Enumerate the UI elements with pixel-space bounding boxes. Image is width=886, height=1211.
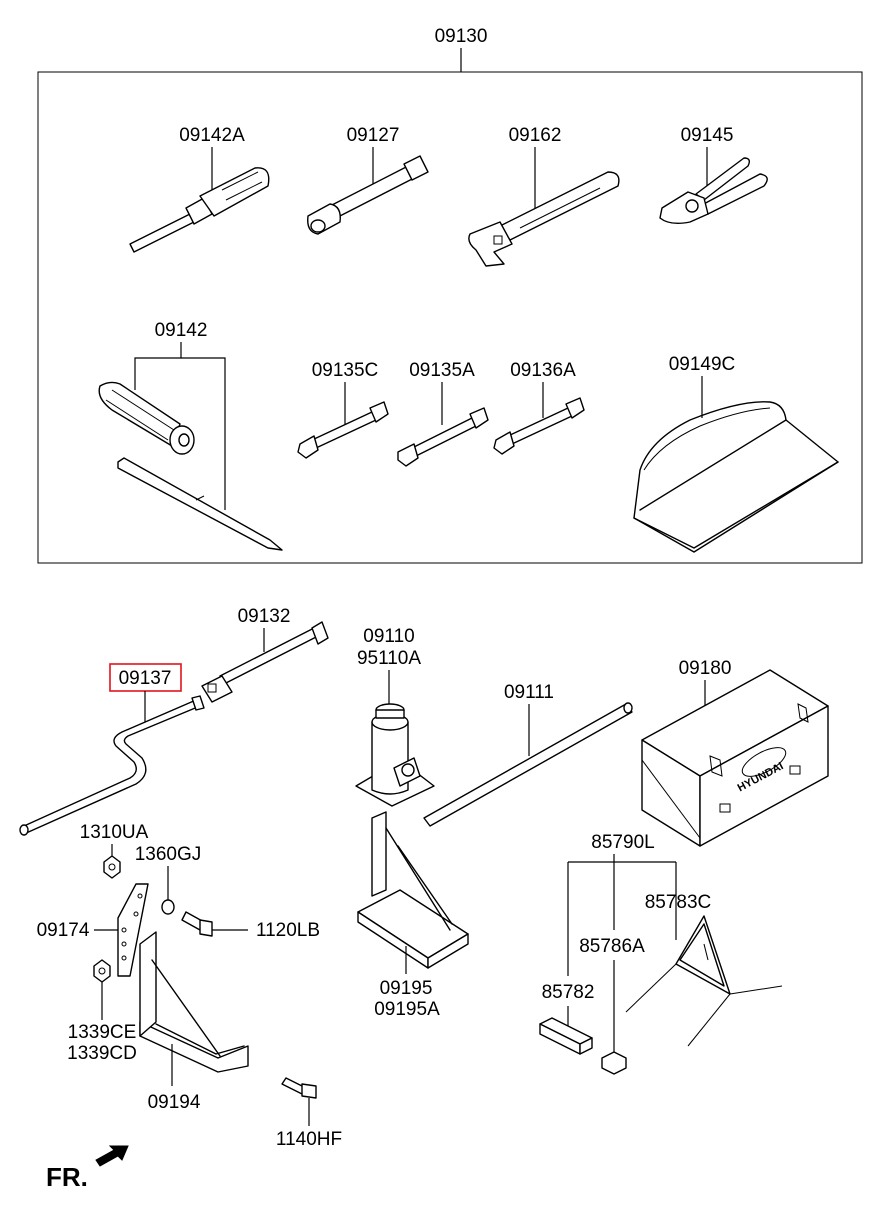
bolt-1140hf-illustration (281, 1077, 317, 1099)
screwdriver-09142a-illustration (129, 167, 270, 253)
label-09135c[interactable]: 09135C (312, 360, 379, 381)
case-85786a-illustration (601, 1051, 627, 1075)
label-85790l[interactable]: 85790L (591, 832, 654, 853)
wrench-09135a-illustration (397, 407, 489, 467)
leader-09142-handle (134, 342, 182, 390)
label-09110[interactable]: 09110 (363, 626, 414, 647)
nut-1339-illustration (93, 959, 111, 983)
holder-09194-illustration (139, 931, 249, 1073)
label-1339cd[interactable]: 1339CD (67, 1043, 137, 1064)
label-85786a[interactable]: 85786A (579, 936, 645, 957)
tool-bag-09149c-illustration (633, 401, 839, 553)
washer-1360gj-illustration (161, 899, 175, 915)
label-09195[interactable]: 09195 (380, 978, 433, 999)
jack-holder-09195-illustration (357, 811, 469, 969)
jack-handle-09137-illustration (19, 695, 205, 836)
wrench-09136a-illustration (493, 397, 585, 455)
label-95110a[interactable]: 95110A (357, 648, 421, 669)
leader-09142-shaft (181, 357, 226, 510)
rod-09111-illustration (423, 702, 633, 827)
label-09149c[interactable]: 09149C (669, 354, 736, 375)
extension-bar-09132-illustration (201, 621, 329, 703)
warning-triangle-85783c-illustration (625, 915, 783, 1047)
label-09142a[interactable]: 09142A (179, 125, 245, 146)
label-09195a[interactable]: 09195A (374, 999, 440, 1020)
screwdriver-shaft-09142-illustration (117, 457, 283, 551)
bottle-jack-09110-illustration (355, 703, 435, 807)
label-09194[interactable]: 09194 (148, 1092, 201, 1113)
adjustable-wrench-09162-illustration (468, 171, 620, 267)
label-09145[interactable]: 09145 (681, 125, 734, 146)
arrow-icon (95, 1145, 129, 1167)
label-85783c[interactable]: 85783C (645, 892, 712, 913)
screwdriver-handle-09142-illustration (98, 381, 195, 455)
label-09127[interactable]: 09127 (347, 125, 400, 146)
label-1339ce[interactable]: 1339CE (68, 1022, 137, 1043)
orientation-label: FR. (46, 1162, 88, 1192)
label-1310ua[interactable]: 1310UA (80, 822, 149, 843)
label-1120lb[interactable]: 1120LB (256, 920, 320, 941)
wrench-09135c-illustration (297, 401, 389, 459)
bolt-1120lb-illustration (181, 911, 213, 937)
label-1360gj[interactable]: 1360GJ (135, 844, 202, 865)
label-09111[interactable]: 09111 (504, 682, 554, 703)
label-85782[interactable]: 85782 (542, 982, 595, 1003)
bracket-09174-illustration (117, 883, 149, 977)
label-09135a[interactable]: 09135A (409, 360, 475, 381)
nut-1310ua-illustration (103, 855, 121, 879)
label-09137[interactable]: 09137 (119, 668, 172, 689)
label-09136a[interactable]: 09136A (510, 360, 576, 381)
pliers-09145-illustration (659, 157, 768, 225)
label-09174[interactable]: 09174 (37, 920, 90, 941)
label-1140hf[interactable]: 1140HF (276, 1129, 342, 1150)
label-09130[interactable]: 09130 (435, 26, 488, 47)
pad-85782-illustration (539, 1017, 593, 1055)
label-09142[interactable]: 09142 (155, 320, 208, 341)
tool-case-09180-illustration: HYUNDAI (641, 669, 829, 847)
label-09180[interactable]: 09180 (679, 658, 732, 679)
socket-wrench-09127-illustration (307, 155, 429, 235)
label-09132[interactable]: 09132 (238, 606, 291, 627)
tool-kit-box (37, 71, 863, 564)
label-09162[interactable]: 09162 (509, 125, 562, 146)
